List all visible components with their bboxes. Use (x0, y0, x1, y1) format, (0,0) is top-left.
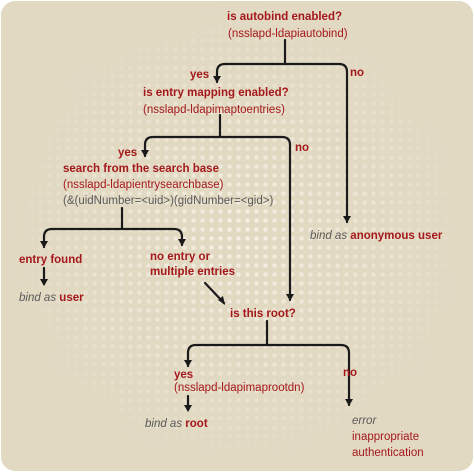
autobind-question: is autobind enabled? (227, 11, 343, 23)
no-entry-to-root-arrowhead (218, 296, 225, 305)
bind-as-root-target: root (185, 418, 208, 430)
bind-as-anonymous-target: anonymous user (350, 230, 443, 242)
bind-as-user-target: user (59, 292, 84, 304)
search-filter: (&(uidNumber=<uid>)(gidNumber=<gid>) (63, 195, 274, 207)
root-attribute: (nsslapd-ldapimaprootdn) (174, 382, 305, 394)
root-yes-label: yes (174, 369, 194, 381)
autobind-connector-yes-arrowhead (213, 76, 221, 83)
root-connector-yes-arrowhead (184, 360, 192, 367)
search-attribute: (nsslapd-ldapientrysearchbase) (63, 179, 224, 191)
autobind-attribute: (nsslapd-ldapiautobind) (228, 28, 348, 40)
bind-as-root-result: bind as root (145, 417, 208, 431)
root-yes-to-bind-arrowhead (184, 405, 192, 412)
search-title: search from the search base (63, 163, 219, 175)
entry-mapping-yes-label: yes (118, 147, 138, 159)
bind-as-root-prefix: bind as (145, 418, 183, 430)
autobind-no-label: no (350, 67, 365, 79)
error-line1: inappropriate (352, 431, 420, 443)
root-question: is this root? (230, 308, 296, 320)
no-entry-line1: no entry or (150, 251, 211, 263)
search-connector-no-arrowhead (178, 239, 186, 246)
root-connector-branches (186, 343, 351, 407)
entry-found-to-user-arrowhead (40, 279, 48, 286)
autobind-yes-label: yes (190, 69, 210, 81)
bind-as-anonymous-prefix: bind as (310, 230, 348, 242)
entry-mapping-question: is entry mapping enabled? (143, 87, 289, 99)
entry-mapping-attribute: (nsslapd-ldapimaptoentries) (143, 104, 285, 116)
no-entry-line2: multiple entries (150, 266, 235, 278)
bind-as-user-prefix: bind as (19, 292, 57, 304)
error-label: error (352, 415, 377, 427)
autobind-connector-branches (215, 62, 349, 224)
error-line2: authentication (352, 447, 424, 459)
entry-mapping-connector-no-arrowhead (286, 294, 294, 301)
root-no-label: no (343, 367, 358, 379)
root-connector-no-arrowhead (345, 399, 353, 406)
autobind-connector-no-arrowhead (343, 216, 351, 223)
entry-mapping-connector-branches (143, 135, 292, 302)
entry-mapping-no-label: no (295, 142, 310, 154)
bind-as-user-result: bind as user (19, 291, 84, 305)
search-connector-yes-arrowhead (40, 241, 48, 248)
bind-as-anonymous-result: bind as anonymous user (310, 229, 442, 243)
entry-found-label: entry found (19, 254, 83, 266)
search-connector-branches (42, 227, 184, 249)
entry-mapping-connector-yes-arrowhead (141, 150, 149, 157)
